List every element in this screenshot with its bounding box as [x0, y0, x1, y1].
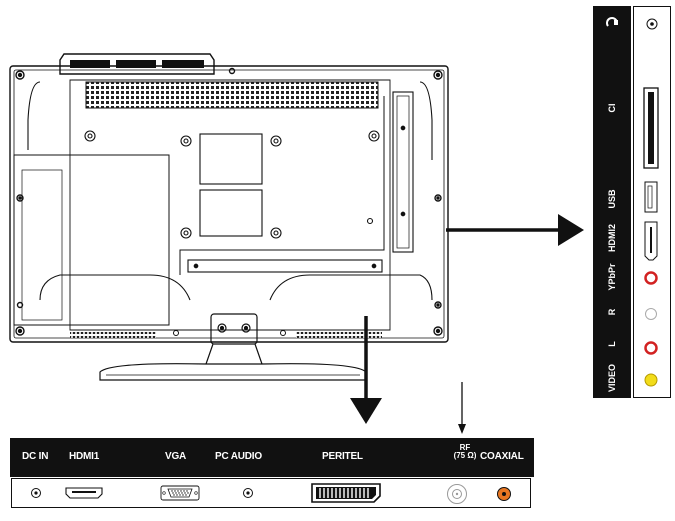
bottom-vent-right: [296, 332, 382, 338]
vga-port: [160, 485, 200, 501]
usb-port: [644, 181, 658, 213]
headphone-icon: [606, 17, 618, 27]
tv-back-cover: [13, 79, 433, 331]
bottom-connector-panel: DC IN HDMI1 VGA PC AUDIO PERITEL RF (75 …: [10, 438, 534, 511]
tv-top-buttons: [59, 53, 215, 75]
vesa-mount: [84, 130, 380, 239]
side-connectors: [606, 17, 659, 387]
bottom-jack-board: [187, 259, 383, 273]
label-peritel: PERITEL: [322, 451, 363, 462]
dc-in-jack: [31, 488, 41, 498]
tv-stand: [99, 313, 367, 381]
label-pc-audio: PC AUDIO: [215, 451, 262, 462]
coaxial-jack: [497, 487, 511, 501]
arrow-rf: [458, 382, 466, 434]
video-jack: [644, 373, 658, 387]
arrow-to-bottom-panel: [350, 316, 382, 424]
label-rf: RF (75 Ω): [450, 444, 480, 460]
label-hdmi1: HDMI1: [69, 451, 100, 462]
label-rf-line2: (75 Ω): [453, 451, 477, 460]
ci-card-slot: [643, 87, 659, 169]
ypbpr-jack: [644, 271, 658, 285]
label-vga: VGA: [165, 451, 187, 462]
side-connector-panel: CI USB HDMI2 YPbPr R L VIDEO: [593, 6, 671, 398]
headphone-jack: [646, 18, 658, 30]
rf-antenna-jack: [447, 484, 467, 504]
audio-l-jack: [644, 341, 658, 355]
hdmi2-port: [644, 221, 658, 261]
label-rf-line1: RF: [459, 443, 471, 452]
bottom-label-strip: [10, 438, 534, 477]
bottom-vent-left: [70, 332, 156, 338]
peritel-scart-port: [311, 483, 381, 503]
label-dc-in: DC IN: [22, 451, 49, 462]
hdmi1-port: [65, 487, 103, 499]
pc-audio-jack: [243, 488, 253, 498]
label-coaxial: COAXIAL: [480, 451, 524, 462]
top-vent-grille: [85, 81, 379, 109]
side-label-strip: [593, 6, 631, 398]
side-jack-board: [179, 91, 414, 275]
arrow-to-side-panel: [446, 214, 584, 246]
audio-r-jack: [645, 308, 657, 320]
bottom-connectors: [31, 483, 511, 504]
